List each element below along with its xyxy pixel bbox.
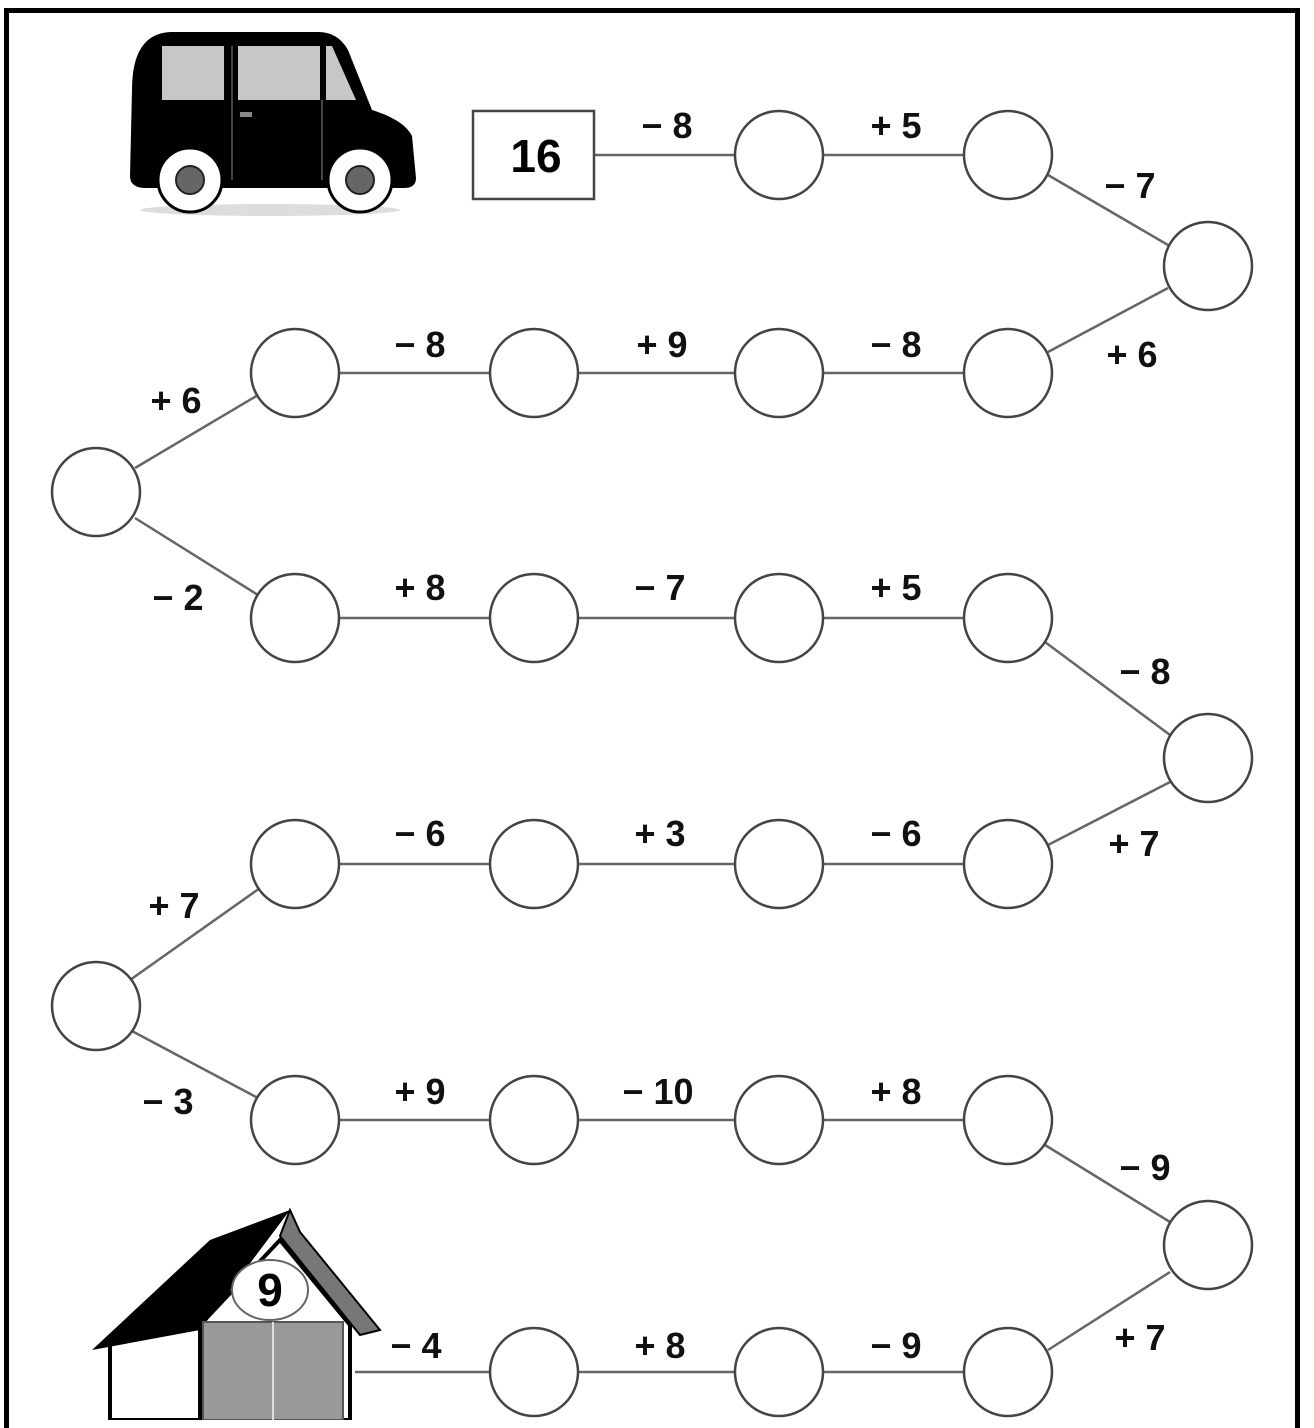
start-number: 16 [510,130,561,182]
answer-circle[interactable] [490,820,578,908]
answer-circle[interactable] [964,1328,1052,1416]
operation-label: − 9 [870,1325,921,1366]
answer-circle[interactable] [735,1076,823,1164]
operation-label: + 7 [148,885,199,926]
operation-label: − 2 [152,577,203,618]
answer-circle[interactable] [1164,222,1252,310]
operation-label: + 8 [634,1325,685,1366]
operation-label: − 7 [1104,165,1155,206]
operation-label: − 8 [1119,651,1170,692]
answer-circle[interactable] [735,329,823,417]
answer-circle[interactable] [1164,714,1252,802]
house-icon [92,1210,380,1420]
answer-circle[interactable] [964,111,1052,199]
operation-label: − 7 [634,567,685,608]
answer-circle[interactable] [735,111,823,199]
operation-label: + 6 [1106,334,1157,375]
house-number: 9 [257,1264,283,1316]
answer-circle[interactable] [964,329,1052,417]
operation-label: − 4 [390,1325,441,1366]
answer-circle[interactable] [964,574,1052,662]
operation-label: + 8 [870,1071,921,1112]
operation-label: − 6 [394,813,445,854]
answer-circle[interactable] [251,574,339,662]
answer-circles [52,111,1252,1416]
operation-label: − 8 [641,105,692,146]
car-icon [130,32,416,216]
answer-circle[interactable] [52,448,140,536]
answer-circle[interactable] [1164,1201,1252,1289]
operation-label: + 5 [870,567,921,608]
answer-circle[interactable] [735,820,823,908]
answer-circle[interactable] [490,574,578,662]
operation-label: − 6 [870,813,921,854]
operation-labels: − 8 + 5 − 7 + 6 − 8 + 9 − 8 + 6 − 2 + 8 … [142,105,1170,1366]
operation-label: − 3 [142,1081,193,1122]
answer-circle[interactable] [964,820,1052,908]
operation-label: + 7 [1114,1317,1165,1358]
answer-circle[interactable] [251,329,339,417]
answer-circle[interactable] [735,574,823,662]
operation-label: + 6 [150,380,201,421]
operation-label: − 8 [394,324,445,365]
answer-circle[interactable] [490,1076,578,1164]
operation-label: − 8 [870,324,921,365]
operation-label: + 8 [394,567,445,608]
answer-circle[interactable] [251,820,339,908]
answer-circle[interactable] [490,329,578,417]
answer-circle[interactable] [490,1328,578,1416]
operation-label: + 5 [870,105,921,146]
operation-label: + 7 [1108,823,1159,864]
operation-label: + 3 [634,813,685,854]
answer-circle[interactable] [964,1076,1052,1164]
operation-label: − 10 [622,1071,693,1112]
operation-label: + 9 [394,1071,445,1112]
operation-label: + 9 [636,324,687,365]
operation-label: − 9 [1119,1147,1170,1188]
answer-circle[interactable] [735,1328,823,1416]
answer-circle[interactable] [251,1076,339,1164]
answer-circle[interactable] [52,962,140,1050]
